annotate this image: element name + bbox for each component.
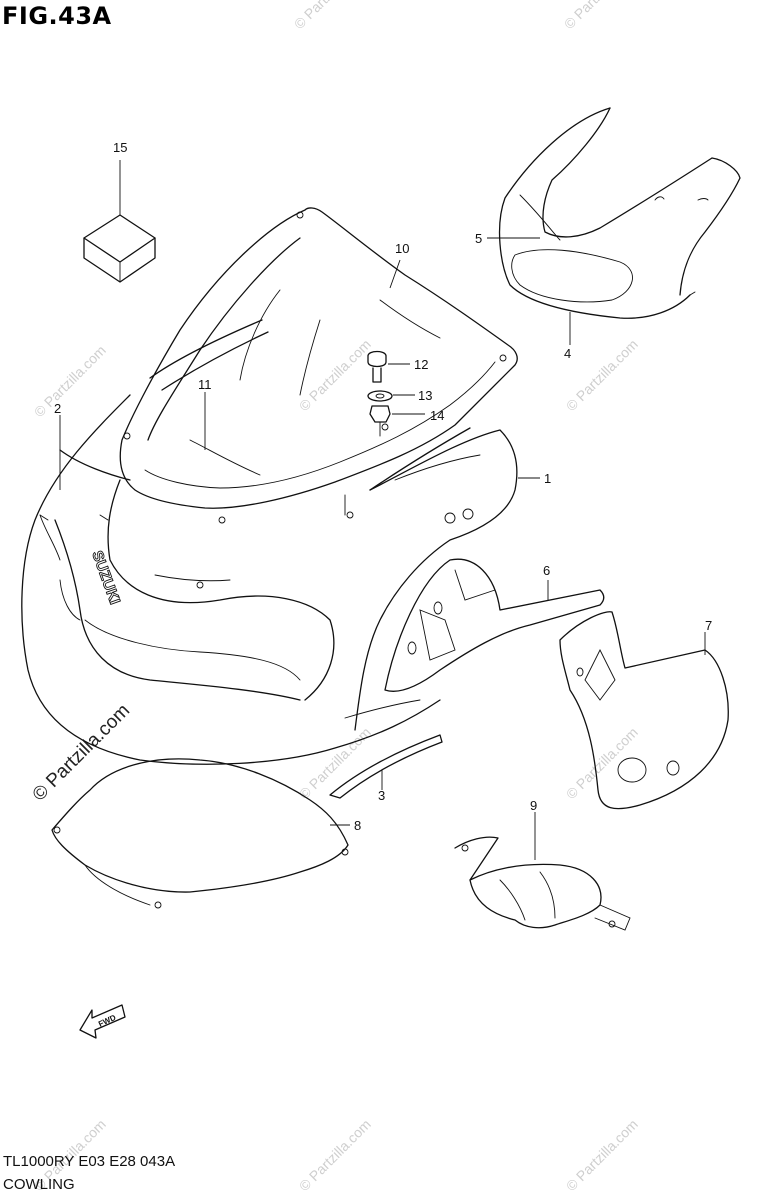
- part-4-inner-cowl: [487, 107, 741, 345]
- part-3-trim-strip: [329, 699, 443, 799]
- watermark-tile: © Partzilla.com: [563, 1116, 641, 1194]
- part-12-screw: [367, 350, 410, 383]
- callout-14: 14: [430, 408, 444, 423]
- part-10-windscreen: [119, 207, 518, 524]
- callout-labels: 15 10 5 4 12 11 13 2 14 1 6 7 3 9 8: [54, 140, 712, 833]
- section-name: COWLING: [3, 1176, 75, 1193]
- callout-4: 4: [564, 346, 571, 361]
- part-1-side-cowl: [344, 427, 540, 731]
- model-code: TL1000RY E03 E28 043A: [3, 1153, 176, 1170]
- part-15-label: [83, 160, 156, 283]
- callout-2: 2: [54, 401, 61, 416]
- watermark-tile: © Partzilla.com: [291, 0, 369, 32]
- callout-1: 1: [544, 471, 551, 486]
- part-8-lower-cowl: [51, 758, 350, 909]
- watermark-tile: © Partzilla.com: [296, 1116, 374, 1194]
- watermark-tile: © Partzilla.com: [563, 336, 641, 414]
- callout-7: 7: [705, 618, 712, 633]
- part-7-lower-panel: [559, 611, 729, 810]
- callout-12: 12: [414, 357, 428, 372]
- callout-9: 9: [530, 798, 537, 813]
- callout-6: 6: [543, 563, 550, 578]
- part-2-upper-cowl: SUZUKI: [21, 394, 441, 765]
- callout-5: 5: [475, 231, 482, 246]
- part-11-seal: [149, 319, 269, 476]
- part-13-washer: [367, 390, 415, 402]
- figure-title: FIG.43A: [2, 2, 112, 30]
- callout-8: 8: [354, 818, 361, 833]
- callout-13: 13: [418, 388, 432, 403]
- cowl-logo: SUZUKI: [88, 549, 123, 607]
- watermark-tile: © Partzilla.com: [296, 336, 374, 414]
- fwd-direction-arrow: FWD: [79, 1004, 126, 1039]
- watermark-tile: © Partzilla.com: [561, 0, 639, 32]
- watermark-main: © Partzilla.com: [29, 700, 134, 805]
- callout-15: 15: [113, 140, 127, 155]
- part-9-bracket-cover: [454, 812, 631, 931]
- callout-3: 3: [378, 788, 385, 803]
- watermark-tile: © Partzilla.com: [563, 724, 641, 802]
- callout-10: 10: [395, 241, 409, 256]
- callout-11: 11: [198, 377, 212, 392]
- part-6-inner-panel: [384, 558, 605, 692]
- watermark-tile: © Partzilla.com: [31, 342, 109, 420]
- fwd-label: FWD: [97, 1013, 118, 1029]
- part-14-nut: [369, 405, 425, 437]
